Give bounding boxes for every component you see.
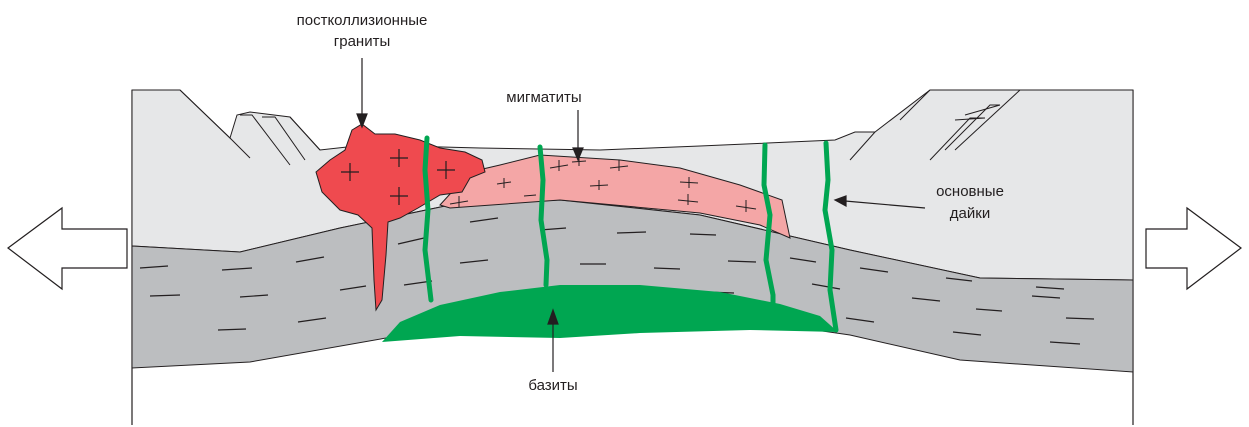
basites-label: базиты [528,377,577,394]
migmatites-label: мигматиты [506,89,581,106]
granites-label-line1: постколлизионные [297,12,428,29]
dikes-label-line2: дайки [950,205,990,222]
left-extension-arrow-icon [8,208,127,289]
granites-label-line2: граниты [334,33,390,50]
dikes-label-line1: основные [936,183,1004,200]
right-extension-arrow-icon [1146,208,1241,289]
